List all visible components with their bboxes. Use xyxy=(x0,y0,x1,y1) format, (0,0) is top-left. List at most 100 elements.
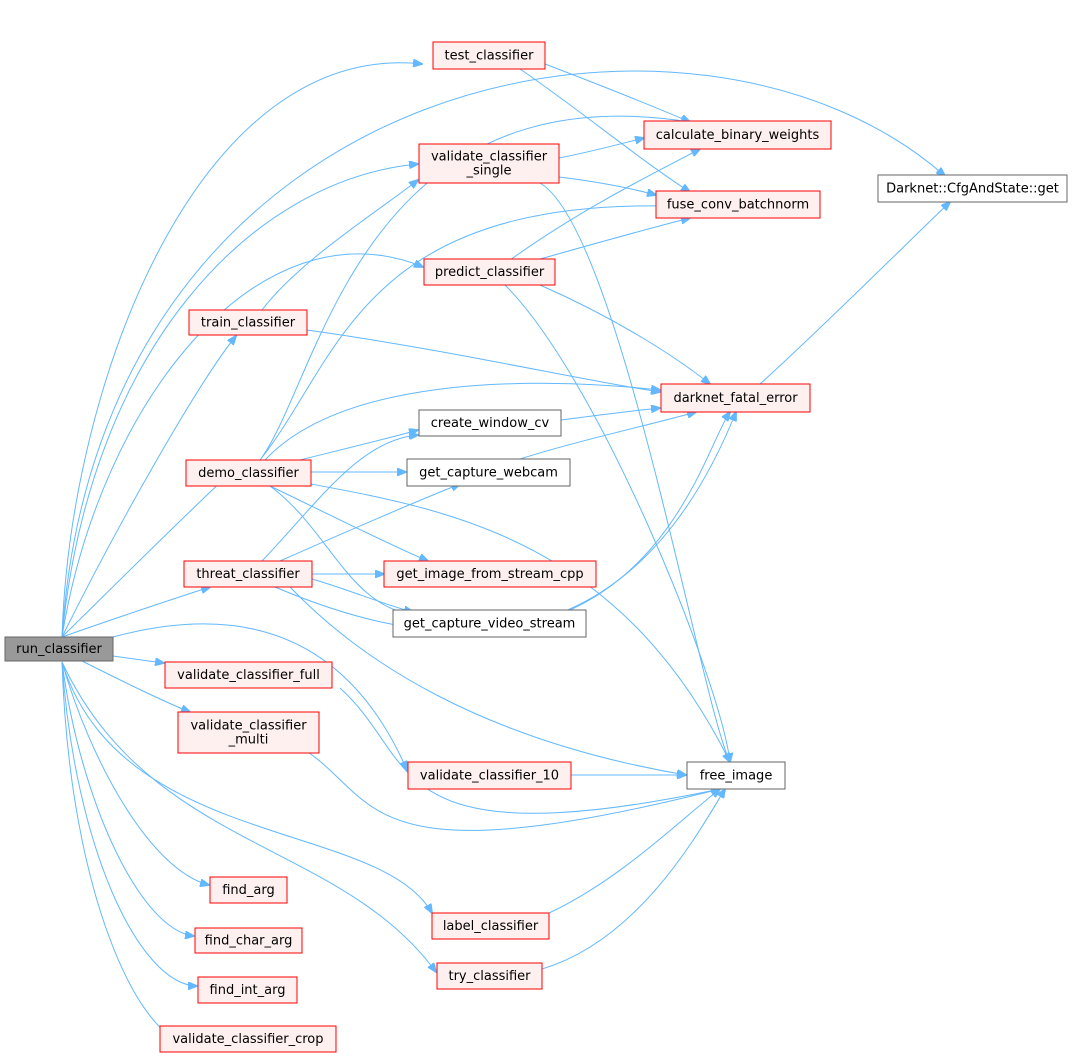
edge-demo_classifier-to-get_image_from_stream_cpp xyxy=(269,485,428,561)
node-create_window_cv[interactable]: create_window_cv xyxy=(418,409,562,437)
node-label-calculate_binary_weights: calculate_binary_weights xyxy=(656,128,820,143)
node-get_capture_webcam[interactable]: get_capture_webcam xyxy=(406,458,571,487)
node-validate_classifier_full[interactable]: validate_classifier_full xyxy=(164,661,333,689)
edge-predict_classifier-to-darknet_fatal_error xyxy=(539,284,710,384)
node-validate_classifier_crop[interactable]: validate_classifier_crop xyxy=(159,1025,337,1053)
edge-validate_classifier_multi-to-free_image xyxy=(304,749,720,831)
node-label-test_classifier: test_classifier xyxy=(445,49,535,64)
node-label-validate_classifier_full: validate_classifier_full xyxy=(177,668,320,683)
edge-get_capture_webcam-to-darknet_fatal_error xyxy=(519,412,696,460)
node-box-get_capture_video_stream xyxy=(392,609,587,638)
edge-run_classifier-to-find_arg xyxy=(61,661,209,885)
node-box-validate_classifier_10 xyxy=(407,761,572,790)
node-fuse_conv_batchnorm[interactable]: fuse_conv_batchnorm xyxy=(655,190,821,219)
node-validate_classifier_multi[interactable]: validate_classifier_multi xyxy=(177,711,320,754)
edge-demo_classifier-to-fuse_conv_batchnorm xyxy=(259,206,668,461)
edge-run_classifier-to-cfg_get xyxy=(61,70,945,638)
node-box-darknet_fatal_error xyxy=(660,383,811,413)
node-label-create_window_cv: create_window_cv xyxy=(431,416,550,431)
node-label-validate_classifier_10: validate_classifier_10 xyxy=(420,769,559,784)
edge-validate_classifier_single-to-free_image xyxy=(539,182,730,762)
node-label-validate_classifier_multi-line-1: _multi xyxy=(228,733,269,748)
node-box-get_image_from_stream_cpp xyxy=(383,560,597,588)
node-label-label_classifier: label_classifier xyxy=(443,919,539,934)
node-box-run_classifier xyxy=(4,636,114,662)
node-label-free_image: free_image xyxy=(700,769,773,784)
edge-train_classifier-to-validate_classifier_single xyxy=(261,180,418,311)
node-box-fuse_conv_batchnorm xyxy=(655,190,821,219)
edge-create_window_cv-to-darknet_fatal_error xyxy=(560,408,660,421)
node-get_capture_video_stream[interactable]: get_capture_video_stream xyxy=(392,609,587,638)
edge-try_classifier-to-free_image xyxy=(541,789,725,970)
edge-run_classifier-to-threat_classifier xyxy=(61,587,210,638)
node-box-find_arg xyxy=(209,876,288,904)
edge-demo_classifier-to-get_capture_video_stream xyxy=(269,485,418,615)
edge-validate_classifier_full-to-free_image xyxy=(339,687,720,814)
edge-threat_classifier-to-get_capture_video_stream xyxy=(311,578,413,612)
node-label_classifier[interactable]: label_classifier xyxy=(431,912,550,940)
edge-run_classifier-to-test_classifier xyxy=(61,63,422,638)
node-try_classifier[interactable]: try_classifier xyxy=(436,962,543,990)
edge-label_classifier-to-free_image xyxy=(548,789,720,914)
edge-run_classifier-to-predict_classifier xyxy=(61,253,423,638)
edge-run_classifier-to-validate_classifier_single xyxy=(61,164,418,638)
node-box-validate_classifier_single xyxy=(418,143,560,184)
node-label-get_capture_video_stream: get_capture_video_stream xyxy=(404,617,576,632)
node-find_int_arg[interactable]: find_int_arg xyxy=(197,976,298,1004)
node-label-validate_classifier_single-line-1: _single xyxy=(466,164,512,179)
node-label-run_classifier: run_classifier xyxy=(16,642,102,657)
node-box-find_char_arg xyxy=(194,927,303,954)
node-label-predict_classifier: predict_classifier xyxy=(435,265,545,280)
edge-test_classifier-to-fuse_conv_batchnorm xyxy=(519,68,690,192)
edge-run_classifier-to-try_classifier xyxy=(61,661,436,972)
edge-test_classifier-to-calculate_binary_weights xyxy=(544,63,690,122)
node-find_char_arg[interactable]: find_char_arg xyxy=(194,927,303,954)
node-train_classifier[interactable]: train_classifier xyxy=(188,309,308,336)
node-find_arg[interactable]: find_arg xyxy=(209,876,288,904)
node-validate_classifier_single[interactable]: validate_classifier_single xyxy=(418,143,560,184)
node-box-demo_classifier xyxy=(185,459,312,487)
node-demo_classifier[interactable]: demo_classifier xyxy=(185,459,312,487)
node-box-try_classifier xyxy=(436,962,543,990)
node-predict_classifier[interactable]: predict_classifier xyxy=(423,258,556,286)
edge-run_classifier-to-validate_classifier_10 xyxy=(112,623,407,770)
edge-run_classifier-to-validate_classifier_multi xyxy=(79,659,190,712)
node-box-calculate_binary_weights xyxy=(643,120,832,150)
edge-demo_classifier-to-darknet_fatal_error xyxy=(264,382,660,461)
node-threat_classifier[interactable]: threat_classifier xyxy=(183,560,313,588)
edge-run_classifier-to-validate_classifier_full xyxy=(112,655,164,663)
node-free_image[interactable]: free_image xyxy=(686,761,786,790)
node-cfg_get[interactable]: Darknet::CfgAndState::get xyxy=(877,174,1068,203)
node-box-create_window_cv xyxy=(418,409,562,437)
node-box-validate_classifier_crop xyxy=(159,1025,337,1053)
node-label-threat_classifier: threat_classifier xyxy=(196,567,300,582)
edge-demo_classifier-to-calculate_binary_weights xyxy=(259,115,690,461)
node-run_classifier[interactable]: run_classifier xyxy=(4,636,114,662)
node-label-validate_classifier_single-line-0: validate_classifier xyxy=(431,150,548,165)
node-box-threat_classifier xyxy=(183,560,313,588)
node-label-find_arg: find_arg xyxy=(222,883,275,898)
edge-validate_classifier_single-to-fuse_conv_batchnorm xyxy=(558,176,656,195)
edge-train_classifier-to-darknet_fatal_error xyxy=(306,329,660,392)
node-get_image_from_stream_cpp[interactable]: get_image_from_stream_cpp xyxy=(383,560,597,588)
node-validate_classifier_10[interactable]: validate_classifier_10 xyxy=(407,761,572,790)
node-test_classifier[interactable]: test_classifier xyxy=(432,41,546,70)
node-label-validate_classifier_crop: validate_classifier_crop xyxy=(172,1032,323,1047)
node-label-fuse_conv_batchnorm: fuse_conv_batchnorm xyxy=(667,198,809,213)
node-box-free_image xyxy=(686,761,786,790)
node-label-get_capture_webcam: get_capture_webcam xyxy=(419,466,558,481)
node-box-train_classifier xyxy=(188,309,308,336)
edge-threat_classifier-to-create_window_cv xyxy=(261,435,418,562)
edge-demo_classifier-to-create_window_cv xyxy=(299,430,418,461)
node-label-find_int_arg: find_int_arg xyxy=(210,983,286,998)
edge-validate_classifier_single-to-calculate_binary_weights xyxy=(558,138,644,159)
node-calculate_binary_weights[interactable]: calculate_binary_weights xyxy=(643,120,832,150)
node-darknet_fatal_error[interactable]: darknet_fatal_error xyxy=(660,383,811,413)
edge-threat_classifier-to-free_image xyxy=(289,586,686,775)
node-box-get_capture_webcam xyxy=(406,458,571,487)
node-box-validate_classifier_multi xyxy=(177,711,320,754)
node-box-label_classifier xyxy=(431,912,550,940)
edge-run_classifier-to-find_char_arg xyxy=(61,661,194,936)
node-label-cfg_get: Darknet::CfgAndState::get xyxy=(886,182,1059,197)
